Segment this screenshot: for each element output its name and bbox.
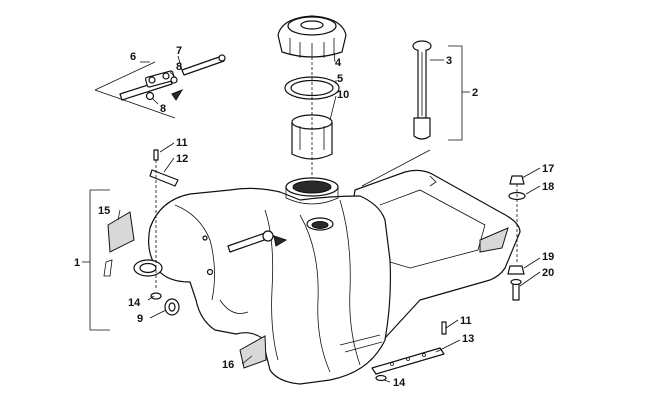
- callout-11-upper: 11: [176, 137, 188, 149]
- callout-8-upper: 8: [176, 61, 182, 73]
- callout-12: 12: [176, 153, 188, 165]
- vent-assembly: [119, 54, 226, 101]
- fuel-tank: [133, 169, 521, 385]
- callout-10: 10: [337, 89, 349, 101]
- callout-17: 17: [542, 163, 554, 175]
- callout-14-upper: 14: [128, 297, 141, 309]
- left-mount-parts: [103, 149, 180, 316]
- callout-3: 3: [446, 55, 452, 67]
- callout-13: 13: [462, 333, 474, 345]
- callout-1: 1: [74, 257, 80, 269]
- callout-14-lower: 14: [393, 377, 406, 389]
- fuel-cap: [277, 15, 347, 60]
- callout-19: 19: [542, 251, 554, 263]
- fuel-sender: [412, 40, 432, 140]
- callout-8-lower: 8: [160, 103, 166, 115]
- callout-5: 5: [337, 73, 343, 85]
- leader-lines: [117, 51, 541, 383]
- callout-2: 2: [472, 87, 478, 99]
- callout-11-lower: 11: [460, 315, 472, 327]
- filler-neck-insert: [291, 62, 333, 178]
- bracket-lines: [82, 45, 470, 331]
- tank-bolts: [227, 230, 288, 253]
- callout-18: 18: [542, 181, 554, 193]
- callout-6: 6: [130, 51, 136, 63]
- callout-4: 4: [335, 57, 342, 69]
- callout-15: 15: [98, 205, 110, 217]
- callout-16: 16: [222, 359, 234, 371]
- callout-labels: 1 2 3 4 5 6 7 8 8 9 10 11 11 12 13 14 14…: [74, 45, 554, 389]
- callout-9: 9: [137, 313, 143, 325]
- right-hardware: [507, 175, 526, 301]
- callout-7: 7: [176, 45, 182, 57]
- callout-20: 20: [542, 267, 554, 279]
